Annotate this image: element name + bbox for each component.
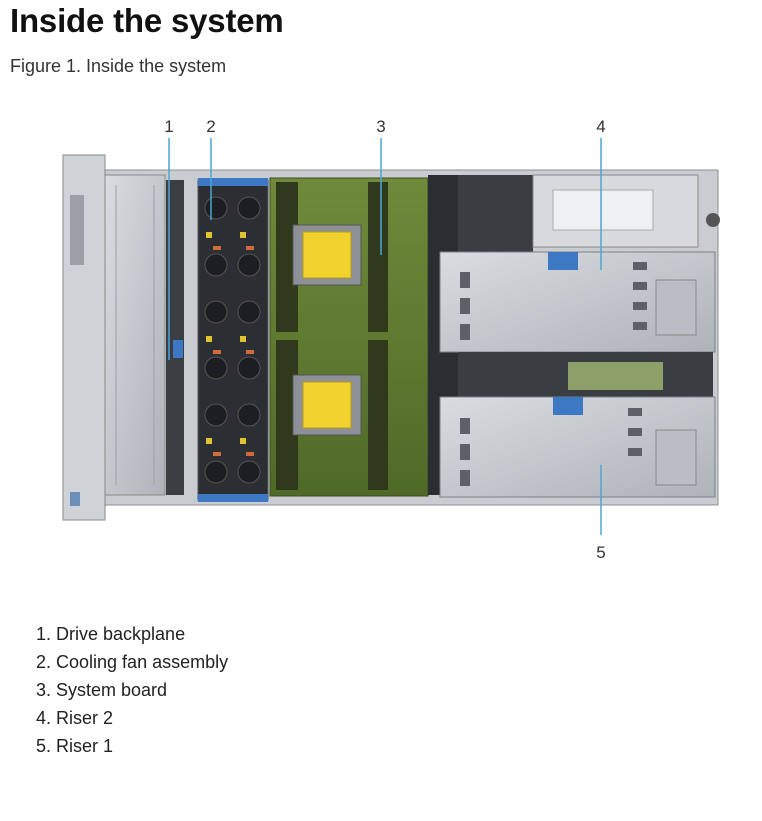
server-illustration: 1 2 3 4 5 bbox=[62, 117, 720, 562]
legend-item-cooling-fan-assembly: 2. Cooling fan assembly bbox=[36, 652, 229, 672]
callout-1: 1 bbox=[164, 117, 173, 136]
legend-item-riser-1: 5. Riser 1 bbox=[36, 736, 114, 756]
callout-5: 5 bbox=[596, 543, 605, 562]
callout-3: 3 bbox=[376, 117, 385, 136]
callout-2: 2 bbox=[206, 117, 215, 136]
power-supply bbox=[532, 174, 720, 248]
system-figure: 1 2 3 4 5 bbox=[8, 100, 753, 570]
figure-caption: Figure 1. Inside the system bbox=[10, 56, 227, 76]
callout-4: 4 bbox=[596, 117, 605, 136]
callout-lines bbox=[168, 138, 602, 535]
riser-2 bbox=[439, 251, 716, 353]
front-panel bbox=[62, 154, 106, 521]
legend-item-system-board: 3. System board bbox=[36, 680, 168, 700]
riser-1 bbox=[439, 396, 716, 498]
legend-item-drive-backplane: 1. Drive backplane bbox=[36, 624, 186, 644]
component-legend: 1. Drive backplane 2. Cooling fan assemb… bbox=[36, 620, 228, 760]
drive-backplane bbox=[104, 174, 184, 496]
slot-area bbox=[568, 362, 663, 390]
system-board bbox=[269, 177, 429, 497]
legend-item-riser-2: 4. Riser 2 bbox=[36, 708, 114, 728]
page-title: Inside the system bbox=[10, 2, 284, 39]
cooling-fan-assembly bbox=[197, 178, 269, 502]
cable-area bbox=[458, 175, 533, 255]
